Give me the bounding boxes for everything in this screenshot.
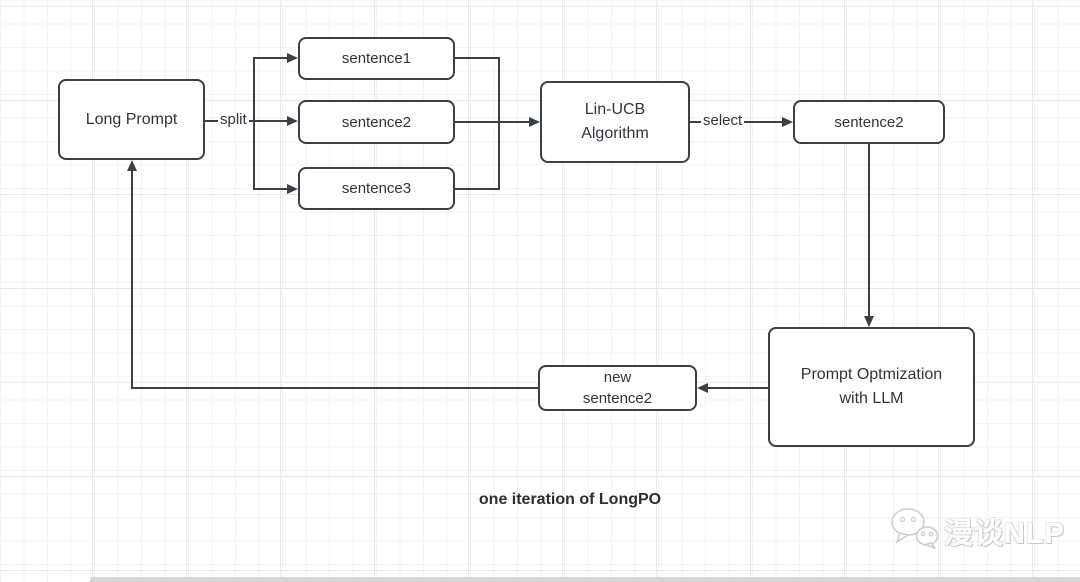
- node-prompt-optimization-line1: Prompt Optmization: [800, 366, 943, 383]
- node-lin-ucb-line1: Lin-UCB: [584, 101, 646, 118]
- node-selected-sentence2-label: sentence2: [834, 113, 904, 131]
- node-new-sentence2: new sentence2: [538, 365, 697, 411]
- node-long-prompt: Long Prompt: [58, 79, 205, 160]
- edge-feedback-vertical: [131, 171, 133, 389]
- node-selected-sentence2: sentence2: [793, 100, 945, 144]
- arrowhead-into-sentence1: [287, 53, 298, 63]
- node-long-prompt-label: Long Prompt: [85, 110, 178, 128]
- node-sentence3-label: sentence3: [341, 180, 412, 197]
- node-prompt-optimization: Prompt Optmization with LLM: [768, 327, 975, 447]
- edge-selected-to-promptopt: [868, 144, 870, 316]
- watermark: 漫谈NLP: [889, 507, 1065, 554]
- edge-promptopt-to-newsentence: [708, 387, 768, 389]
- node-sentence1: sentence1: [298, 37, 455, 80]
- edge-label-split: split: [218, 111, 249, 129]
- wechat-icon: [889, 507, 939, 554]
- node-lin-ucb-line2: Algorithm: [581, 125, 649, 142]
- edge-split-to-sentence3: [253, 188, 288, 190]
- arrowhead-into-sentence3: [287, 184, 298, 194]
- edge-split-to-sentence1: [253, 57, 288, 59]
- node-sentence2: sentence2: [298, 100, 455, 144]
- edge-feedback-horizontal: [131, 387, 538, 389]
- diagram-caption: one iteration of LongPO: [478, 491, 662, 508]
- node-sentence2-label: sentence2: [341, 113, 412, 131]
- edge-converge-vertical: [498, 57, 500, 190]
- node-new-sentence2-line1: new: [603, 369, 632, 386]
- edge-split-to-sentence2: [253, 120, 288, 122]
- edge-sentence1-out: [455, 57, 500, 59]
- node-sentence3: sentence3: [298, 167, 455, 210]
- node-prompt-optimization-line2: with LLM: [839, 390, 904, 407]
- edge-sentence2-to-linucb: [455, 121, 529, 123]
- edge-sentence3-out: [455, 188, 500, 190]
- arrowhead-into-promptopt: [864, 316, 874, 327]
- node-lin-ucb-algorithm: Lin-UCB Algorithm: [540, 81, 690, 163]
- arrowhead-into-linucb: [529, 117, 540, 127]
- node-new-sentence2-line2: sentence2: [582, 390, 653, 407]
- edge-split-vertical: [253, 57, 255, 190]
- arrowhead-into-selected-sentence2: [782, 117, 793, 127]
- arrowhead-into-newsentence2: [697, 383, 708, 393]
- edge-label-select: select: [701, 112, 745, 130]
- watermark-text: 漫谈NLP: [944, 517, 1066, 550]
- arrowhead-into-longprompt: [127, 160, 137, 171]
- bottom-edge-strip: [90, 577, 1080, 582]
- node-sentence1-label: sentence1: [341, 50, 412, 67]
- arrowhead-into-sentence2: [287, 116, 298, 126]
